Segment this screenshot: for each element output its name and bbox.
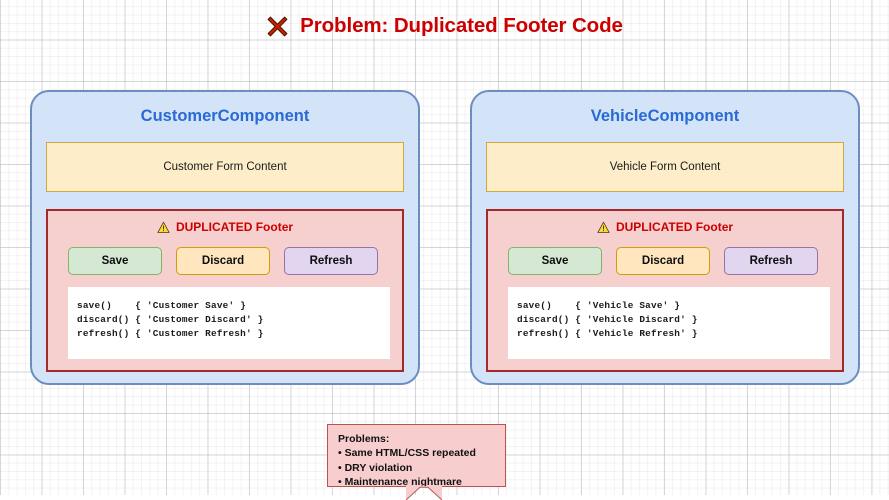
duplicated-footer-text-customer: DUPLICATED Footer (175, 220, 294, 234)
problems-heading: Problems: (338, 433, 390, 445)
discard-button-customer[interactable]: Discard (176, 247, 270, 275)
problems-item: • DRY violation (338, 461, 413, 474)
code-block-vehicle: save() { 'Vehicle Save' } discard() { 'V… (508, 287, 830, 359)
code-line: save() { 'Customer Save' } (77, 300, 246, 311)
warning-triangle-icon (597, 221, 610, 233)
footer-button-row-vehicle: Save Discard Refresh (508, 247, 818, 275)
panel-title-customer: CustomerComponent (140, 107, 310, 125)
duplicated-footer-vehicle: DUPLICATED Footer Save Discard Refresh s… (486, 209, 844, 372)
problems-item: • Maintenance nightmare (338, 476, 462, 489)
duplicated-footer-text-vehicle: DUPLICATED Footer (615, 220, 734, 234)
code-line: discard() { 'Customer Discard' } (77, 314, 264, 325)
code-line: refresh() { 'Vehicle Refresh' } (517, 328, 698, 339)
discard-button-vehicle[interactable]: Discard (616, 247, 710, 275)
code-block-customer: save() { 'Customer Save' } discard() { '… (68, 287, 390, 359)
duplicated-footer-customer: DUPLICATED Footer Save Discard Refresh s… (46, 209, 404, 372)
code-line: save() { 'Vehicle Save' } (517, 300, 681, 311)
cross-x-icon (267, 16, 288, 36)
duplicated-footer-label-row-customer: DUPLICATED Footer (48, 220, 402, 234)
form-content-label-vehicle: Vehicle Form Content (609, 161, 721, 173)
save-button-customer[interactable]: Save (68, 247, 162, 275)
warning-triangle-icon (157, 221, 170, 233)
component-panel-customer: CustomerComponent Customer Form Content … (30, 90, 420, 385)
code-line: refresh() { 'Customer Refresh' } (77, 328, 264, 339)
refresh-button-vehicle[interactable]: Refresh (724, 247, 818, 275)
panel-title-vehicle: VehicleComponent (590, 107, 740, 125)
code-line: discard() { 'Vehicle Discard' } (517, 314, 698, 325)
refresh-button-customer[interactable]: Refresh (284, 247, 378, 275)
component-panel-vehicle: VehicleComponent Vehicle Form Content DU… (470, 90, 860, 385)
problems-callout-tail-icon (406, 486, 442, 500)
page-title: Problem: Duplicated Footer Code (300, 14, 623, 37)
problems-item: • Same HTML/CSS repeated (338, 447, 476, 460)
diagram-title-row: Problem: Duplicated Footer Code (0, 14, 889, 38)
problems-callout: Problems: • Same HTML/CSS repeated • DRY… (327, 424, 506, 489)
form-content-box-customer: Customer Form Content (46, 142, 404, 192)
duplicated-footer-label-row-vehicle: DUPLICATED Footer (488, 220, 842, 234)
form-content-label-customer: Customer Form Content (163, 161, 287, 173)
form-content-box-vehicle: Vehicle Form Content (486, 142, 844, 192)
footer-button-row-customer: Save Discard Refresh (68, 247, 378, 275)
save-button-vehicle[interactable]: Save (508, 247, 602, 275)
